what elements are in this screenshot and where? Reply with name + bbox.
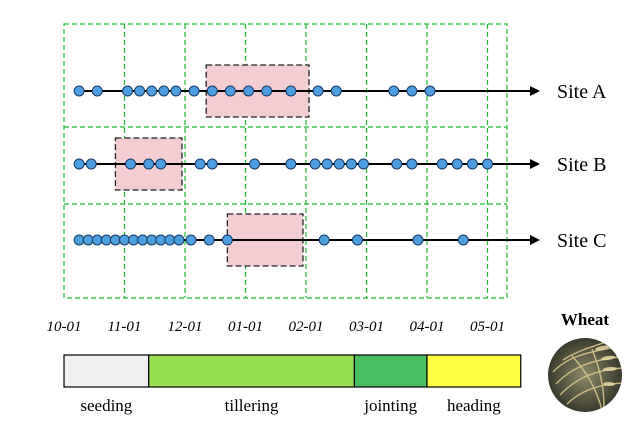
observation-point xyxy=(158,85,170,97)
observation-point xyxy=(451,158,463,170)
wheat-photo: Wheat xyxy=(548,310,622,412)
observation-point xyxy=(91,234,103,246)
site-label: Site B xyxy=(557,154,606,176)
observation-point xyxy=(406,158,418,170)
tick-label: 12-01 xyxy=(168,319,203,335)
observation-point xyxy=(466,158,478,170)
observation-point xyxy=(391,158,403,170)
observation-point xyxy=(134,85,146,97)
observation-point xyxy=(388,85,400,97)
observation-point xyxy=(155,158,167,170)
stage-label: jointing xyxy=(363,396,417,415)
observation-point xyxy=(285,85,297,97)
observation-point xyxy=(143,158,155,170)
observation-point xyxy=(164,234,176,246)
month-tick-labels: 10-01 11-01 12-01 01-01 02-01 03-01 04-01 05-01 xyxy=(47,319,506,335)
tick-label: 02-01 xyxy=(289,319,324,335)
observation-point xyxy=(206,85,218,97)
observation-point xyxy=(406,85,418,97)
observation-point xyxy=(309,158,321,170)
observation-point xyxy=(146,85,158,97)
observation-point xyxy=(203,234,215,246)
observation-point xyxy=(85,158,97,170)
observation-point xyxy=(100,234,112,246)
observation-point xyxy=(206,158,218,170)
observation-point xyxy=(82,234,94,246)
observation-point xyxy=(424,85,436,97)
observation-point xyxy=(224,85,236,97)
stage-segment xyxy=(148,354,355,388)
observation-point xyxy=(457,234,469,246)
observation-points xyxy=(73,85,493,246)
stage-segment xyxy=(63,354,150,388)
observation-point xyxy=(318,234,330,246)
grid-frame xyxy=(63,23,508,299)
observation-point xyxy=(173,234,185,246)
stage-label: heading xyxy=(447,396,501,415)
growth-stage-bar: seeding tillering jointing heading xyxy=(63,354,522,415)
observation-point xyxy=(351,234,363,246)
observation-point xyxy=(312,85,324,97)
observation-point xyxy=(73,158,85,170)
stage-label: seeding xyxy=(80,396,132,415)
observation-point xyxy=(261,85,273,97)
observation-point xyxy=(109,234,121,246)
crop-label: Wheat xyxy=(561,310,610,329)
site-label: Site C xyxy=(557,230,606,252)
observation-point xyxy=(321,158,333,170)
observation-point xyxy=(137,234,149,246)
observation-point xyxy=(122,85,134,97)
site-label: Site A xyxy=(557,81,607,103)
observation-point xyxy=(194,158,206,170)
observation-point xyxy=(125,158,137,170)
tick-label: 11-01 xyxy=(108,319,142,335)
observation-point xyxy=(73,234,85,246)
observation-point xyxy=(330,85,342,97)
observation-point xyxy=(155,234,167,246)
observation-point xyxy=(285,158,297,170)
tick-label: 10-01 xyxy=(47,319,82,335)
tick-label: 03-01 xyxy=(349,319,384,335)
observation-point xyxy=(249,158,261,170)
observation-point xyxy=(119,234,130,246)
observation-point xyxy=(357,158,369,170)
observation-point xyxy=(170,85,182,97)
observation-point xyxy=(188,85,200,97)
observation-point xyxy=(345,158,357,170)
observation-point xyxy=(146,234,158,246)
tick-label: 05-01 xyxy=(470,319,505,335)
observation-point xyxy=(73,85,85,97)
stage-segment xyxy=(426,354,522,388)
observation-point xyxy=(91,85,103,97)
stage-label: tillering xyxy=(225,396,279,415)
tick-label: 01-01 xyxy=(228,319,263,335)
observation-point xyxy=(436,158,448,170)
observation-point xyxy=(221,234,233,246)
stage-segment xyxy=(353,354,428,388)
observation-point xyxy=(185,234,197,246)
observation-point xyxy=(412,234,424,246)
tick-label: 04-01 xyxy=(410,319,445,335)
observation-point xyxy=(482,158,493,170)
observation-point xyxy=(128,234,140,246)
site-labels: Site A Site B Site C xyxy=(557,81,607,252)
observation-point xyxy=(333,158,345,170)
observation-point xyxy=(243,85,255,97)
